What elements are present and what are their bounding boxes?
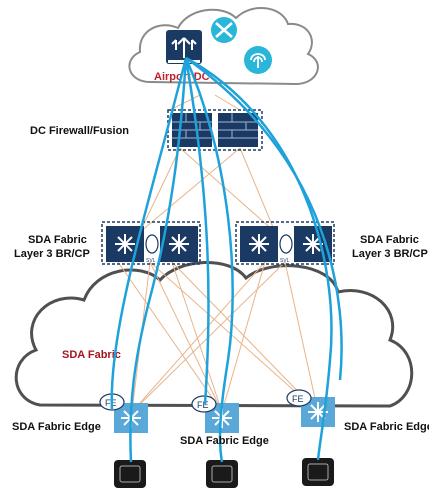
access-point-left — [114, 460, 146, 488]
flow-right-outer — [185, 56, 343, 381]
flow-center-inner — [184, 57, 210, 405]
edge-right-label: SDA Fabric Edge — [344, 421, 429, 433]
svl-label-left: SVL — [146, 258, 156, 264]
firewall-label: DC Firewall/Fusion — [30, 125, 129, 137]
dc-switch-icon — [166, 30, 202, 64]
flow-right — [185, 56, 333, 461]
svl-label-right: SVL — [280, 258, 290, 264]
flow-center — [184, 57, 234, 463]
fabric-cloud — [14, 261, 414, 408]
access-point-right — [302, 458, 334, 486]
edge-left-label: SDA Fabric Edge — [12, 421, 101, 433]
mesh-links — [117, 94, 319, 413]
fe-badge-right — [286, 389, 312, 407]
fe-badge-center-text: FE — [197, 400, 209, 410]
fabric-label: SDA Fabric — [62, 349, 121, 361]
edge-center-label: SDA Fabric Edge — [180, 435, 269, 447]
fingerprint-icon — [244, 46, 272, 74]
fe-badge-right-text: FE — [292, 394, 304, 404]
flow-left-loop — [110, 57, 188, 411]
teal-x-icon — [211, 17, 237, 43]
border-right-label-line1: SDA Fabric — [360, 234, 419, 246]
flow-left — [129, 57, 188, 463]
access-point-center — [206, 460, 238, 488]
fe-badge-center — [191, 395, 217, 413]
border-left-label-line2: Layer 3 BR/CP — [14, 248, 90, 260]
border-right-label-line2: Layer 3 BR/CP — [352, 248, 428, 260]
traffic-flows — [110, 56, 343, 463]
border-left-label-line1: SDA Fabric — [28, 234, 87, 246]
